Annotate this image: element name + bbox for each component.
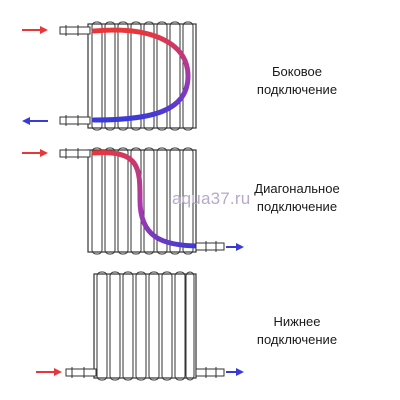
radiator-body <box>93 273 197 379</box>
label-bottom-connection: Нижнее подключение <box>212 313 382 349</box>
hot-arrow-icon <box>22 149 48 157</box>
inlet-pipe <box>59 25 91 36</box>
radiator-sections <box>96 271 195 381</box>
flow-path <box>91 27 191 123</box>
cold-arrow-icon <box>226 243 244 251</box>
radiator-body <box>87 23 197 129</box>
cold-arrow-icon <box>226 368 244 376</box>
hot-arrow-icon <box>22 26 48 34</box>
cold-arrow-icon <box>22 117 48 125</box>
inlet-pipe <box>59 148 91 159</box>
radiator-diagonal <box>22 147 244 255</box>
radiator-sections <box>91 21 194 131</box>
radiator-sections <box>91 147 194 255</box>
label-line: Диагональное <box>254 181 340 196</box>
label-side-connection: Боковое подключение <box>212 63 382 99</box>
radiator-bottom <box>36 271 244 381</box>
label-line: подключение <box>256 332 338 347</box>
hot-arrow-icon <box>36 368 62 376</box>
flow-path <box>91 150 203 249</box>
inlet-pipe <box>65 367 97 378</box>
outlet-pipe <box>195 367 225 378</box>
label-line: подключение <box>256 82 338 97</box>
watermark-text: aqua37.ru <box>172 189 251 208</box>
label-diagonal-connection: Диагональное подключение <box>212 180 382 216</box>
radiator-side <box>22 21 197 131</box>
outlet-pipe <box>59 115 91 126</box>
label-line: Нижнее <box>273 314 321 329</box>
label-line: подключение <box>256 199 338 214</box>
label-line: Боковое <box>271 64 323 79</box>
outlet-pipe <box>195 241 225 252</box>
